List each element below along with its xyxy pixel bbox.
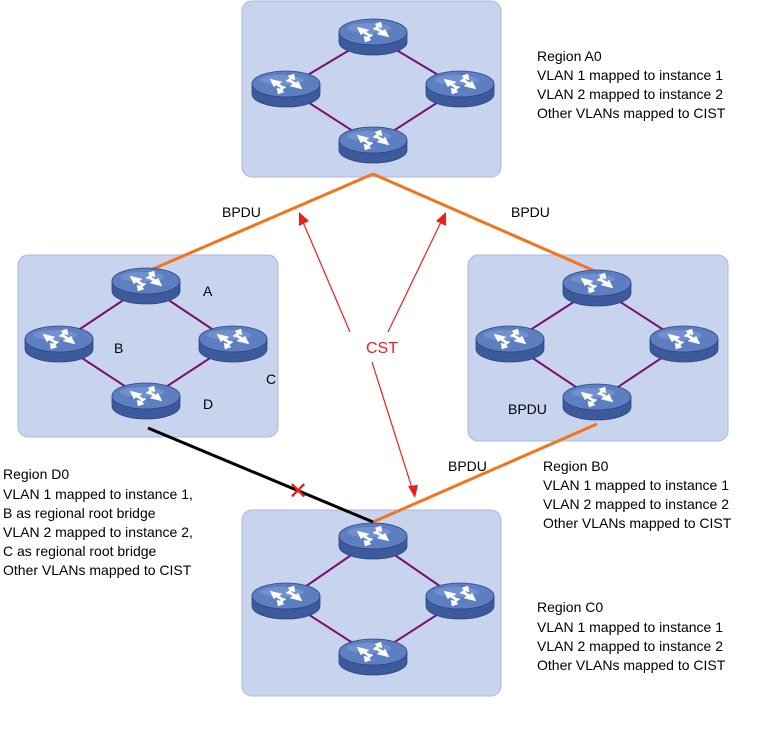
region-c0-line: VLAN 2 mapped to instance 2: [537, 638, 723, 654]
region-a0-description: Region A0 VLAN 1 mapped to instance 1 VL…: [537, 48, 726, 121]
switch-label-b: B: [114, 340, 123, 356]
bpdu-link-a0-d0: [145, 172, 374, 274]
bpdu-label-b0-inner: BPDU: [508, 401, 547, 417]
region-c0-line: Other VLANs mapped to CIST: [537, 657, 726, 673]
switches: [24, 18, 719, 676]
region-c0-line: VLAN 1 mapped to instance 1: [537, 619, 723, 635]
region-d0-description: Region D0 VLAN 1 mapped to instance 1, B…: [3, 466, 193, 578]
switch-icon[interactable]: [111, 267, 181, 305]
region-a0-box: [241, 0, 502, 178]
region-b0-box: [467, 254, 729, 442]
switch-icon[interactable]: [251, 70, 321, 108]
region-c0-description: Region C0 VLAN 1 mapped to instance 1 VL…: [537, 599, 726, 673]
switch-label-c: C: [266, 371, 276, 387]
region-a0-line: Other VLANs mapped to CIST: [537, 105, 726, 121]
bpdu-link-a0-b0: [372, 172, 598, 274]
region-b0-description: Region B0 VLAN 1 mapped to instance 1 VL…: [543, 458, 732, 531]
region-c0-box: [241, 509, 502, 697]
bpdu-label-right: BPDU: [511, 204, 550, 220]
region-b0-line: VLAN 2 mapped to instance 2: [543, 496, 729, 512]
bpdu-label-left: BPDU: [222, 204, 261, 220]
switch-icon[interactable]: [338, 522, 408, 560]
region-b0-title: Region B0: [543, 458, 609, 474]
switch-icon[interactable]: [338, 18, 408, 56]
region-d0-title: Region D0: [3, 466, 69, 482]
region-a0-line: VLAN 1 mapped to instance 1: [537, 67, 723, 83]
switch-icon[interactable]: [111, 382, 181, 420]
switch-icon[interactable]: [251, 582, 321, 620]
cst-arrows: [299, 212, 446, 498]
switch-icon[interactable]: [425, 70, 495, 108]
region-a0-line: VLAN 2 mapped to instance 2: [537, 86, 723, 102]
switch-icon[interactable]: [562, 383, 632, 421]
switch-icon[interactable]: [338, 126, 408, 164]
bpdu-label-b0-c0: BPDU: [448, 458, 487, 474]
region-d0-line: C as regional root bridge: [3, 543, 157, 559]
bpdu-link-b0-c0: [372, 422, 598, 524]
region-d0-box: [17, 254, 279, 438]
switch-icon[interactable]: [649, 325, 719, 363]
region-d0-line: Other VLANs mapped to CIST: [3, 562, 192, 578]
region-d0-line: VLAN 1 mapped to instance 1,: [3, 486, 193, 502]
region-d0-line: B as regional root bridge: [3, 505, 156, 521]
blocked-link-d0-c0: [147, 426, 374, 524]
switch-icon[interactable]: [198, 325, 268, 363]
switch-icon[interactable]: [562, 269, 632, 307]
region-a0-title: Region A0: [537, 48, 602, 64]
switch-icon[interactable]: [475, 325, 545, 363]
switch-label-d: D: [203, 396, 213, 412]
region-c0-title: Region C0: [537, 599, 603, 615]
region-b0-line: VLAN 1 mapped to instance 1: [543, 477, 729, 493]
region-b0-line: Other VLANs mapped to CIST: [543, 515, 732, 531]
switch-icon[interactable]: [338, 638, 408, 676]
switch-icon[interactable]: [24, 325, 94, 363]
blocked-port-icon: ✕: [288, 477, 308, 505]
cst-label: CST: [366, 340, 398, 357]
switch-icon[interactable]: [425, 582, 495, 620]
region-d0-line: VLAN 2 mapped to instance 2,: [3, 524, 193, 540]
switch-label-a: A: [203, 283, 213, 299]
